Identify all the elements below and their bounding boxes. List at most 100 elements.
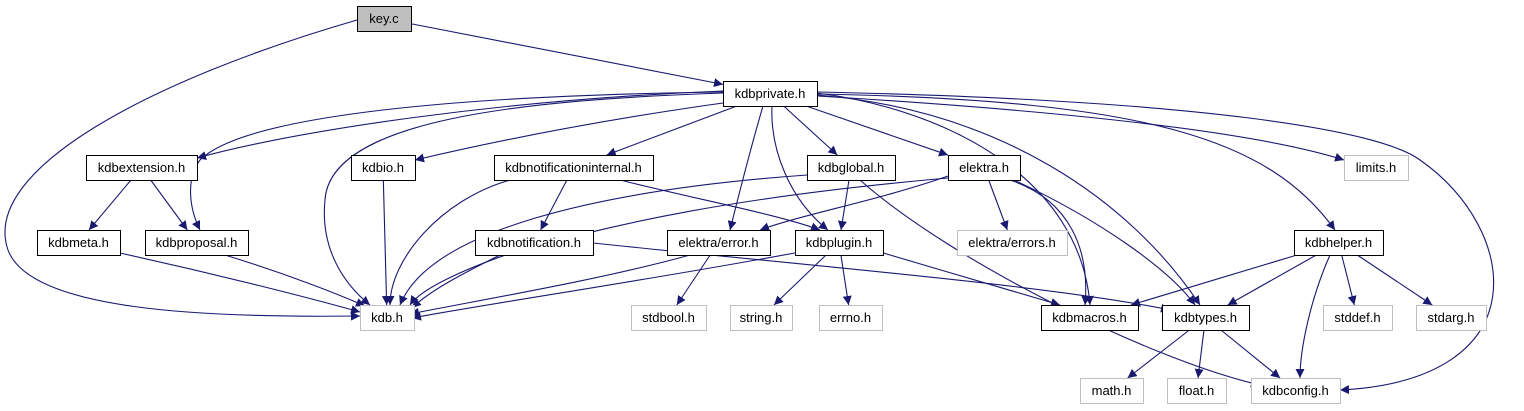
edge-kdbglobal-h-to-kdbconfig-h	[859, 179, 1261, 388]
node-label: elektra.h	[959, 160, 1009, 175]
node-math-h[interactable]: math.h	[1080, 378, 1144, 404]
edge-kdbglobal-h-to-kdb-h	[399, 174, 808, 306]
node-key-c[interactable]: key.c	[357, 6, 412, 32]
edge-kdbio-h-to-kdb-h	[381, 179, 391, 306]
node-label: kdbmacros.h	[1052, 310, 1126, 325]
node-float-h[interactable]: float.h	[1167, 378, 1227, 404]
edge-kdbprivate-h-to-kdbconfig-h	[816, 91, 1495, 395]
node-label: errno.h	[830, 310, 871, 325]
edge-kdbhelper-h-to-kdbtypes-h	[1227, 254, 1317, 306]
node-box	[1294, 230, 1384, 256]
node-kdbextension-h[interactable]: kdbextension.h	[86, 155, 198, 181]
node-kdbplugin-h[interactable]: kdbplugin.h	[795, 230, 884, 256]
nodes-layer: key.c kdbprivate.h kdbextension.h kdbio.h kd…	[37, 6, 1487, 404]
edge-kdbprivate-h-to-kdbextension-h	[196, 90, 724, 160]
node-label: kdbio.h	[362, 160, 404, 175]
node-box	[475, 230, 594, 256]
node-label: kdbhelper.h	[1305, 235, 1372, 250]
node-label: elektra/errors.h	[968, 235, 1055, 250]
edge-kdbprivate-h-to-kdbio-h	[414, 101, 731, 163]
node-elektra-error-h[interactable]: elektra/error.h	[667, 230, 771, 256]
node-box	[723, 81, 818, 107]
node-box	[357, 6, 412, 32]
node-box	[667, 230, 771, 256]
edge-kdbplugin-h-to-errno-h	[840, 254, 852, 306]
node-box	[37, 230, 121, 256]
node-stdbool-h[interactable]: stdbool.h	[631, 305, 707, 331]
node-box	[957, 230, 1068, 256]
edge-kdbhelper-h-to-kdbmacros-h	[1130, 254, 1298, 307]
node-label: kdbproposal.h	[156, 235, 238, 250]
edge-kdbhelper-h-to-kdbconfig-h	[1295, 254, 1331, 379]
edge-elektra-h-to-elektra-errors-h	[988, 179, 1009, 231]
edge-kdbprivate-h-to-kdb-h	[323, 92, 724, 306]
edge-kdbplugin-h-to-string-h	[773, 254, 827, 306]
edge-elektra-h-to-kdbtypes-h	[1013, 179, 1196, 306]
node-stdarg-h[interactable]: stdarg.h	[1416, 305, 1487, 331]
node-kdbmeta-h[interactable]: kdbmeta.h	[37, 230, 121, 256]
node-kdbprivate-h[interactable]: kdbprivate.h	[723, 81, 818, 107]
node-label: kdbconfig.h	[1262, 383, 1329, 398]
node-box	[494, 155, 654, 181]
node-box	[807, 155, 896, 181]
node-label: float.h	[1179, 383, 1214, 398]
node-errno-h[interactable]: errno.h	[819, 305, 883, 331]
node-kdbproposal-h[interactable]: kdbproposal.h	[145, 230, 249, 256]
node-label: math.h	[1092, 383, 1132, 398]
node-kdbmacros-h[interactable]: kdbmacros.h	[1041, 305, 1139, 331]
node-kdbconfig-h[interactable]: kdbconfig.h	[1251, 378, 1341, 404]
node-box	[1416, 305, 1487, 331]
edge-kdbtypes-h-to-float-h	[1194, 329, 1205, 379]
edge-kdbprivate-h-to-limits-h	[816, 95, 1345, 162]
node-stddef-h[interactable]: stddef.h	[1323, 305, 1393, 331]
node-box	[360, 305, 415, 331]
edge-kdbtypes-h-to-kdbconfig-h	[1220, 329, 1281, 379]
edge-elektra-error-h-to-kdb-h	[409, 254, 691, 317]
node-box	[730, 305, 793, 331]
edge-kdbnotificationinternal-h-to-kdb-h	[385, 179, 511, 306]
edge-kdbprivate-h-to-kdbglobal-h	[783, 105, 838, 156]
edge-kdbnotification-h-to-kdb-h	[411, 254, 501, 309]
edge-kdbhelper-h-to-stdarg-h	[1356, 254, 1433, 306]
node-label: kdbglobal.h	[818, 160, 885, 175]
node-kdbglobal-h[interactable]: kdbglobal.h	[807, 155, 896, 181]
edge-kdbprivate-h-to-kdbproposal-h	[189, 91, 724, 231]
node-kdbnotificationinternal-h[interactable]: kdbnotificationinternal.h	[494, 155, 654, 181]
node-box	[86, 155, 198, 181]
edge-kdbplugin-h-to-kdb-h	[411, 251, 801, 321]
node-box	[1080, 378, 1144, 404]
node-label: kdbextension.h	[98, 160, 185, 175]
edge-elektra-h-to-kdbmacros-h	[1009, 179, 1091, 306]
edge-kdbprivate-h-to-elektra-h	[805, 105, 949, 157]
node-elektra-h[interactable]: elektra.h	[948, 155, 1021, 181]
edges-layer	[4, 19, 1495, 395]
node-box	[1162, 305, 1250, 331]
node-box	[819, 305, 883, 331]
node-kdbhelper-h[interactable]: kdbhelper.h	[1294, 230, 1384, 256]
node-box	[631, 305, 707, 331]
edge-kdbplugin-h-to-kdbmacros-h	[879, 251, 1061, 307]
node-limits-h[interactable]: limits.h	[1344, 155, 1409, 181]
node-label: stddef.h	[1334, 310, 1380, 325]
edge-key-c-to-kdbprivate-h	[410, 23, 724, 88]
node-kdb-h[interactable]: kdb.h	[360, 305, 415, 331]
node-kdbtypes-h[interactable]: kdbtypes.h	[1162, 305, 1250, 331]
node-label: kdbplugin.h	[806, 235, 873, 250]
node-string-h[interactable]: string.h	[730, 305, 793, 331]
node-elektra-errors-h[interactable]: elektra/errors.h	[957, 230, 1068, 256]
node-label: limits.h	[1356, 160, 1396, 175]
edge-kdbhelper-h-to-stddef-h	[1341, 254, 1357, 306]
node-box	[351, 155, 416, 181]
edge-kdbproposal-h-to-kdb-h	[224, 254, 366, 307]
node-box	[145, 230, 249, 256]
node-kdbnotification-h[interactable]: kdbnotification.h	[475, 230, 594, 256]
node-label: stdarg.h	[1428, 310, 1475, 325]
node-box	[1323, 305, 1393, 331]
edge-kdbprivate-h-to-kdbhelper-h	[816, 93, 1336, 231]
edge-elektra-error-h-to-stdbool-h	[676, 254, 711, 306]
node-label: elektra/error.h	[678, 235, 758, 250]
node-kdbio-h[interactable]: kdbio.h	[351, 155, 416, 181]
node-label: kdbmeta.h	[48, 235, 109, 250]
node-box	[1251, 378, 1341, 404]
